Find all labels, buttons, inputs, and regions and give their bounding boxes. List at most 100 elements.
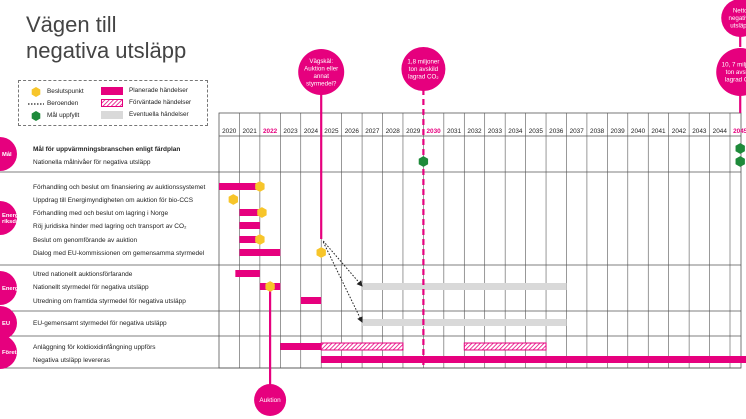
side-label-text: Mål: [2, 151, 12, 158]
side-label-circle: [0, 335, 17, 369]
dependency-arrow: [322, 240, 363, 287]
callout-1-8-miljoner-circle: [401, 47, 446, 91]
title-line-1: Vägen till: [26, 12, 117, 37]
bar-planned: [300, 297, 322, 304]
legend-decision-label: Beslutspunkt: [47, 88, 84, 95]
bar-expected: [320, 342, 404, 351]
year-label-2030: 2030: [427, 128, 442, 135]
row-label: Nationella målnivåer för negativa utsläp…: [33, 158, 151, 166]
row-label: Nationellt styrmedel för negativa utsläp…: [33, 284, 149, 291]
year-label-2041: 2041: [651, 128, 666, 135]
legend-dependency-symbol: [28, 103, 44, 105]
year-label-2033: 2033: [488, 128, 503, 135]
decision-point: [228, 194, 238, 205]
year-label-2042: 2042: [672, 128, 687, 135]
side-label-text: EU: [2, 321, 10, 327]
row-label: Anläggning för koldioxidinfångning uppfö…: [33, 343, 156, 351]
legend-possible-symbol: [101, 111, 123, 119]
bar-planned: [239, 249, 281, 256]
year-label-2034: 2034: [508, 128, 523, 135]
dependency-arrow: [322, 241, 363, 323]
year-label-2029: 2029: [406, 128, 421, 135]
callout-auktion-text: Auktion: [259, 397, 281, 404]
bar-planned: [239, 236, 260, 243]
grid-frame: [218, 112, 742, 369]
legend-goal-label: Mål uppfyllt: [47, 112, 80, 119]
bar-arrow-tip: [742, 356, 746, 363]
side-label-text: Företag: [2, 350, 24, 356]
bar-possible: [362, 283, 567, 290]
legend-dependency-label: Beroenden: [47, 100, 79, 107]
decision-point: [316, 247, 326, 258]
callout-netto-text: Nettonegativautsläpp: [729, 8, 746, 30]
callout-netto-circle: [721, 0, 746, 37]
legend-decision-symbol: [31, 87, 41, 97]
goal-met-marker: [418, 156, 429, 167]
row-label: Röj juridiska hinder med lagring och tra…: [33, 223, 187, 230]
year-label-2023: 2023: [283, 128, 298, 135]
row-label: Uppdrag till Energimyndigheten om auktio…: [33, 197, 194, 204]
row-labels: Mål för uppvärmningsbranschen enligt fär…: [33, 145, 206, 364]
side-label-circle: [0, 306, 17, 340]
legend-expected-label: Förväntade händelser: [129, 99, 192, 106]
year-label-2038: 2038: [590, 128, 605, 135]
year-label-2021: 2021: [243, 128, 258, 135]
year-label-2039: 2039: [610, 128, 625, 135]
side-label-circle: [0, 201, 17, 235]
row-label: Förhandling och beslut om finansiering a…: [33, 184, 206, 191]
legend-planned-label: Planerade händelser: [129, 87, 188, 94]
row-label: Mål för uppvärmningsbranschen enligt fär…: [33, 145, 180, 153]
year-label-2026: 2026: [345, 128, 360, 135]
legend: Beslutspunkt Beroenden Mål uppfyllt Plan…: [18, 80, 208, 126]
side-label-circle: [0, 137, 17, 171]
year-label-2032: 2032: [467, 128, 482, 135]
row-label: Dialog med EU-kommissionen om gemensamma…: [33, 250, 205, 257]
legend-possible-label: Eventuella händelser: [129, 111, 189, 118]
legend-goal-symbol: [31, 111, 41, 121]
timeline-bars: [219, 183, 746, 363]
row-label: Förhandling med och beslut om lagring i …: [33, 210, 169, 217]
row-label: Utredning om framtida styrmedel för nega…: [33, 298, 186, 305]
legend-planned-symbol: [101, 87, 123, 95]
year-label-2025: 2025: [324, 128, 339, 135]
year-label-2024: 2024: [304, 128, 319, 135]
year-label-2043: 2043: [692, 128, 707, 135]
callout-lines: [269, 35, 742, 392]
bar-planned: [239, 209, 260, 216]
year-label-2037: 2037: [570, 128, 585, 135]
markers: [228, 143, 745, 292]
year-label-2035: 2035: [529, 128, 544, 135]
side-label-circle: [0, 271, 17, 305]
year-label-2044: 2044: [713, 128, 728, 135]
row-label: EU-gemensamt styrmedel för negativa utsl…: [33, 320, 167, 327]
year-label-2022: 2022: [263, 128, 278, 135]
timeline-grid: 2020 2021 2022 2023 2024 2025 2026 2027 2028 2029…: [0, 112, 746, 369]
bar-planned: [219, 183, 260, 190]
bar-planned: [321, 356, 746, 363]
decision-point: [257, 207, 267, 218]
year-label-2027: 2027: [365, 128, 380, 135]
side-label-text: Energi-myndig-heten: [2, 286, 60, 292]
row-label: Negativa utsläpp levereras: [33, 357, 111, 364]
callout-10-7-miljoner-circle: [716, 48, 746, 96]
decision-point: [265, 281, 275, 292]
decision-point: [255, 234, 265, 245]
year-label-2028: 2028: [386, 128, 401, 135]
bar-planned: [239, 222, 260, 229]
bar-planned: [280, 343, 322, 350]
year-label-2036: 2036: [549, 128, 564, 135]
year-label-2020: 2020: [222, 128, 237, 135]
bar-expected: [463, 342, 547, 351]
goal-met-marker: [735, 156, 745, 167]
bar-possible: [362, 319, 567, 326]
decision-point: [255, 181, 265, 192]
row-label: Beslut om genomförande av auktion: [33, 237, 137, 244]
goal-met-marker: [735, 143, 745, 154]
